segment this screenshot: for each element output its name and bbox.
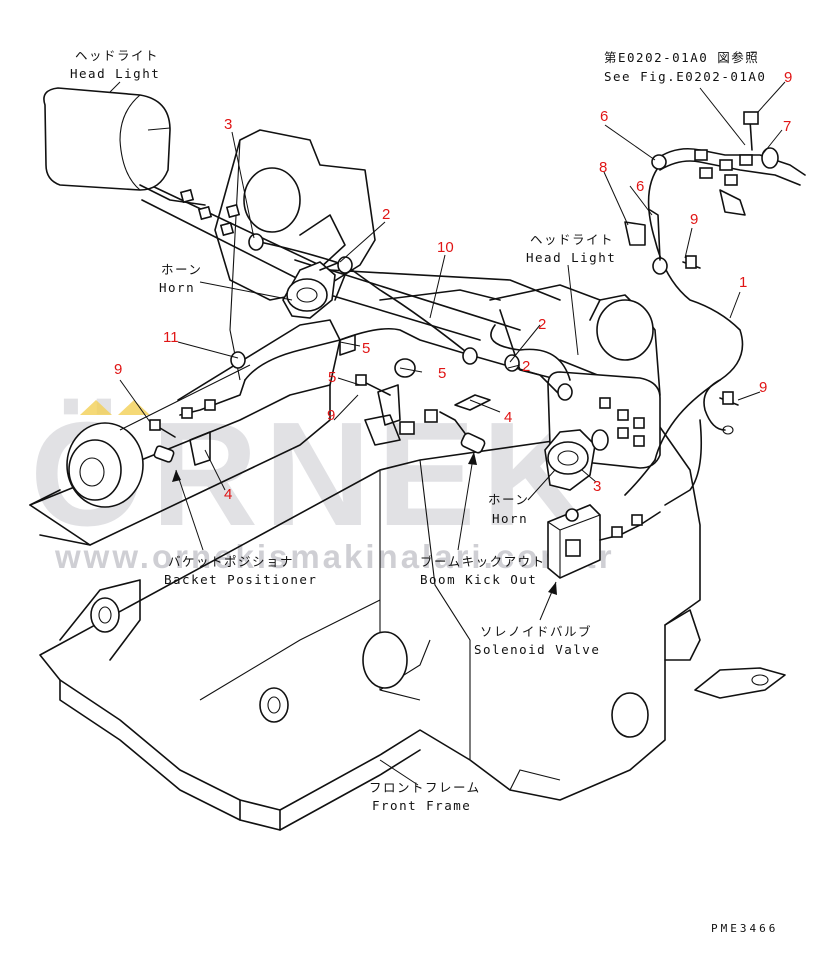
watermark-accent [80, 400, 112, 415]
bucket-positioner-jp: バケットポジショナ [168, 554, 294, 569]
callout-5: 5 [438, 365, 446, 382]
callout-3: 3 [224, 116, 232, 133]
watermark-url: www.ornekismakinalari.com.tr [54, 538, 615, 575]
callout-7: 7 [783, 118, 791, 135]
callout-5: 5 [328, 369, 336, 386]
reference-en: See Fig.E0202-01A0 [604, 69, 766, 84]
head-light-left-en: Head Light [70, 66, 160, 81]
solenoid-valve-jp: ソレノイドバルブ [480, 624, 592, 639]
callout-6: 6 [600, 108, 608, 125]
callout-4: 4 [224, 486, 232, 503]
wire-harness [149, 164, 744, 506]
callout-2: 2 [538, 316, 546, 333]
connector-detail [624, 111, 806, 261]
callout-3: 3 [593, 478, 601, 495]
callout-11: 11 [163, 329, 179, 346]
horn-right-jp: ホーン [488, 492, 529, 507]
head-light-left-jp: ヘッドライト [75, 48, 159, 63]
callout-6: 6 [636, 178, 644, 195]
horn-right-en: Horn [492, 511, 528, 526]
callout-4: 4 [504, 409, 512, 426]
drawing-code: PME3466 [711, 922, 778, 935]
callout-1: 1 [739, 274, 747, 291]
callout-9: 9 [690, 211, 698, 228]
front-frame-jp: フロントフレーム [369, 780, 481, 795]
solenoid-valve-en: Solenoid Valve [474, 642, 600, 657]
callout-9: 9 [759, 379, 767, 396]
callout-2: 2 [522, 358, 530, 375]
horn-left-jp: ホーン [161, 262, 202, 277]
callout-9: 9 [784, 69, 792, 86]
horn-left-en: Horn [159, 280, 195, 295]
callout-8: 8 [599, 159, 607, 176]
callout-5: 5 [362, 340, 370, 357]
callout-numbers: 1 2 2 2 3 3 4 4 5 5 5 5 6 6 7 8 9 9 9 9 … [114, 69, 792, 503]
horn-right-drawing [544, 429, 609, 491]
solenoid-valve-drawing [547, 504, 661, 579]
reference-jp: 第E0202-01A0 図参照 [604, 50, 759, 65]
head-light-left-drawing [43, 87, 241, 237]
boom-kick-out-en: Boom Kick Out [420, 572, 537, 587]
part-labels: ヘッドライト Head Light ホーン Horn ヘッドライト Head L… [70, 48, 778, 935]
front-frame-en: Front Frame [372, 798, 471, 813]
boom-kick-out-jp: ブームキックアウト [420, 554, 546, 569]
leader-lines [109, 81, 786, 786]
head-light-right-en: Head Light [526, 250, 616, 265]
callout-2: 2 [382, 206, 390, 223]
bucket-positioner-en: Backet Positioner [164, 572, 317, 587]
callout-10: 10 [437, 239, 454, 256]
callout-9: 9 [114, 361, 122, 378]
head-light-right-jp: ヘッドライト [530, 232, 614, 247]
front-frame-drawing [29, 129, 786, 831]
callout-9: 9 [327, 407, 335, 424]
